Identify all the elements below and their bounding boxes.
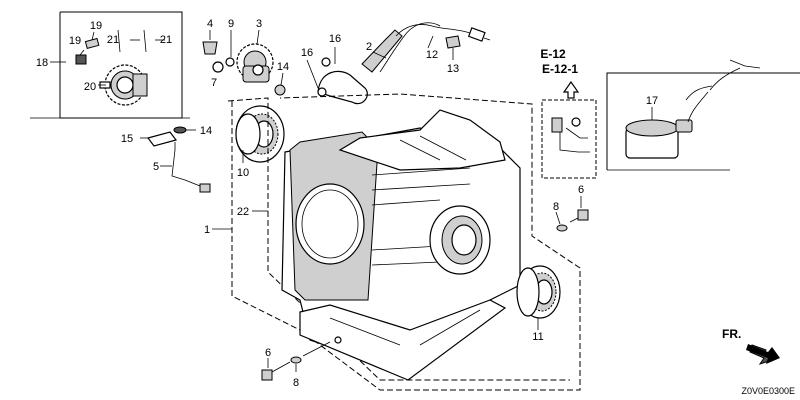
- callout-9: 9: [228, 18, 234, 30]
- oil-level-switch-part: [625, 91, 709, 159]
- governor-holder-part: [75, 54, 87, 65]
- washer-8-lower-part: [290, 356, 302, 364]
- oil-seal-11-part: [516, 265, 561, 319]
- crankcase-assembly: [227, 93, 581, 391]
- callout-5: 5: [153, 161, 159, 173]
- callout-8: 8: [553, 201, 559, 213]
- callout-12: 12: [426, 49, 438, 61]
- left-parts: [140, 105, 285, 193]
- callout-6: 6: [578, 184, 584, 196]
- callout-19: 19: [90, 20, 102, 32]
- callout-16: 16: [301, 47, 313, 59]
- callout-19: 19: [69, 35, 81, 47]
- callout-22: 22: [237, 206, 249, 218]
- callout-4: 4: [207, 18, 213, 30]
- callout-21: 21: [107, 34, 119, 46]
- callout-14: 14: [277, 61, 289, 73]
- callout-3: 3: [256, 18, 262, 30]
- callout-15: 15: [121, 133, 133, 145]
- breather-group: [306, 22, 491, 105]
- reference-e12: E-12: [540, 47, 566, 61]
- camshaft-group: [202, 29, 286, 96]
- callout-11: 11: [532, 331, 543, 343]
- callout-1: 1: [204, 224, 210, 236]
- callout-6: 6: [265, 347, 271, 359]
- callout-8: 8: [293, 377, 299, 389]
- callout-16: 16: [329, 33, 341, 45]
- washer-8-upper-part: [556, 224, 568, 232]
- callout-21: 21: [160, 34, 172, 46]
- callout-7: 7: [211, 77, 217, 89]
- bolt-6-upper-part: [569, 209, 589, 223]
- washer-part: [274, 84, 286, 96]
- governor-gear-part: [99, 64, 148, 106]
- front-direction-indicator: FR.: [722, 327, 780, 365]
- callout-17: 17: [646, 95, 658, 107]
- grommet-part: [445, 35, 461, 49]
- cylinder-bore: [295, 183, 365, 265]
- right-parts: [261, 196, 589, 381]
- clip-15-part: [146, 131, 178, 147]
- timing-gear-part: [236, 43, 274, 83]
- callout-14: 14: [200, 125, 212, 137]
- reference-e12-1: E-12-1: [542, 62, 578, 76]
- callout-18: 18: [36, 57, 48, 69]
- fr-label: FR.: [722, 327, 741, 341]
- clip-part: [84, 37, 100, 50]
- bolt-6-lower-part: [261, 361, 291, 381]
- drawing-code: Z0V0E0300E: [741, 386, 795, 396]
- callout-20: 20: [84, 81, 96, 93]
- governor-inset: [30, 11, 190, 119]
- cam-weight-part: [202, 41, 218, 55]
- crankcase-base-part: [299, 299, 507, 381]
- oil-switch-inset: [541, 59, 800, 179]
- callout-10: 10: [237, 167, 249, 179]
- callout-13: 13: [447, 63, 459, 75]
- callout-2: 2: [366, 41, 372, 53]
- breather-part: [317, 70, 368, 105]
